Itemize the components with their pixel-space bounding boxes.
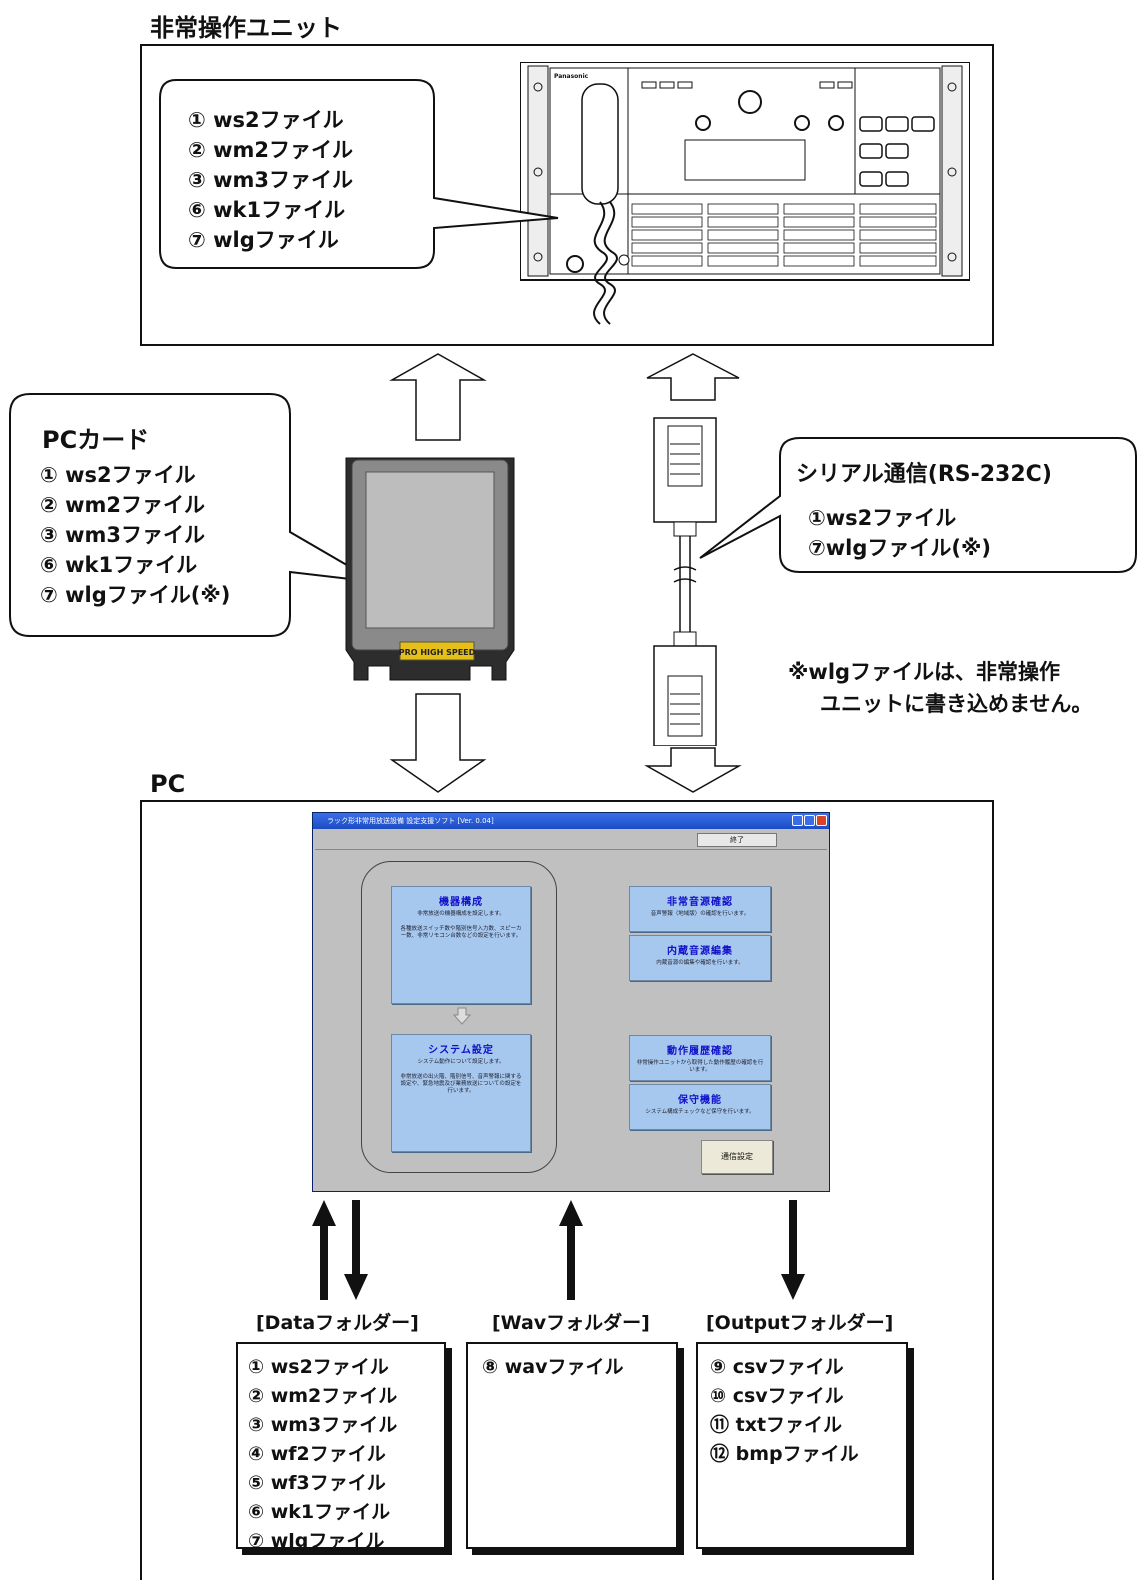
serial-callout-bubble (699, 437, 1137, 573)
down-arrow-card (389, 693, 487, 793)
emergency-audio-heading: 非常音源確認 (667, 897, 733, 908)
list-item: ⑧ wavファイル (482, 1356, 624, 1378)
list-item: ② wm2ファイル (248, 1385, 398, 1407)
app-window: ラック形非常用放送設備 設定支援ソフト [Ver. 0.04] 終了 機器構成 … (312, 812, 830, 1192)
builtin-audio-heading: 内蔵音源編集 (667, 946, 733, 957)
serial-files: ①ws2ファイル ⑦wlgファイル(※) (808, 503, 991, 563)
device-config-desc1: 非常放送の機器構成を設定します。 (417, 911, 505, 917)
list-item: ③ wm3ファイル (188, 168, 353, 192)
output-folder-label: [Outputフォルダー] (706, 1312, 894, 1334)
history-heading: 動作履歴確認 (667, 1046, 733, 1057)
wav-folder-arrow (559, 1200, 583, 1300)
system-settings-button[interactable]: システム設定 システム動作について設定します。 非常放送の出火階、階別信号、音声… (391, 1034, 531, 1152)
list-item: ⑥ wk1ファイル (40, 553, 198, 577)
pc-card-label: PRO HIGH SPEED (399, 648, 476, 657)
up-arrow-card (389, 353, 487, 441)
history-desc: 非常操作ユニットから取得した動作履歴の確認を行います。 (636, 1060, 764, 1073)
list-item: ② wm2ファイル (188, 138, 353, 162)
builtin-audio-desc: 内蔵音源の編集や確認を行います。 (656, 960, 744, 966)
rack-panel-illustration: Panasonic (520, 62, 970, 325)
list-item: ⑤ wf3ファイル (248, 1472, 386, 1494)
device-config-heading: 機器構成 (439, 897, 483, 908)
down-arrow-serial (644, 747, 742, 793)
panel-brand: Panasonic (554, 73, 589, 80)
serial-title: シリアル通信(RS-232C) (796, 462, 1052, 487)
comm-settings-button[interactable]: 通信設定 (701, 1140, 773, 1174)
pc-card-image: PRO HIGH SPEED (345, 457, 515, 681)
list-item: ⑫ bmpファイル (710, 1443, 859, 1465)
list-item: ⑥ wk1ファイル (188, 198, 346, 222)
system-settings-desc2: 非常放送の出火階、階別信号、音声警報に関する設定や、緊急地震及び業務放送について… (400, 1074, 522, 1094)
data-folder-arrows (312, 1200, 368, 1300)
data-folder-label: [Dataフォルダー] (256, 1312, 419, 1334)
pc-section-title: PC (150, 770, 186, 798)
close-icon[interactable] (816, 815, 827, 826)
maintenance-button[interactable]: 保守機能 システム構成チェックなど保守を行います。 (629, 1084, 771, 1130)
maximize-icon[interactable] (804, 815, 815, 826)
wav-folder-label: [Wavフォルダー] (492, 1312, 650, 1334)
pc-card-title: PCカード (42, 426, 150, 454)
device-config-button[interactable]: 機器構成 非常放送の機器構成を設定します。 各種放送スイッチ数や階別信号入力数、… (391, 886, 531, 1004)
flow-down-arrow-icon (453, 1007, 471, 1025)
list-item: ⑦ wlgファイル (248, 1530, 385, 1552)
note-line-2: ユニットに書き込めません。 (820, 692, 1093, 716)
system-settings-desc1: システム動作について設定します。 (417, 1059, 505, 1065)
wav-folder-box: ⑧ wavファイル (466, 1342, 678, 1549)
system-settings-heading: システム設定 (428, 1045, 494, 1056)
pc-card-files: ① ws2ファイル ② wm2ファイル ③ wm3ファイル ⑥ wk1ファイル … (40, 460, 230, 610)
pc-card-callout-bubble (9, 393, 377, 637)
list-item: ⑩ csvファイル (710, 1385, 844, 1407)
list-item: ⑦wlgファイル(※) (808, 536, 992, 560)
list-item: ⑦ wlgファイル (188, 228, 339, 252)
list-item: ⑥ wk1ファイル (248, 1501, 391, 1523)
list-item: ① ws2ファイル (188, 108, 344, 132)
main-flow-group (361, 861, 557, 1173)
list-item: ③ wm3ファイル (248, 1414, 398, 1436)
list-item: ② wm2ファイル (40, 493, 205, 517)
app-titlebar: ラック形非常用放送設備 設定支援ソフト [Ver. 0.04] (313, 813, 829, 829)
list-item: ① ws2ファイル (248, 1356, 389, 1378)
data-folder-box: ① ws2ファイル ② wm2ファイル ③ wm3ファイル ④ wf2ファイル … (236, 1342, 446, 1552)
up-arrow-serial (646, 353, 740, 401)
builtin-audio-button[interactable]: 内蔵音源編集 内蔵音源の編集や確認を行います。 (629, 935, 771, 981)
list-item: ③ wm3ファイル (40, 523, 205, 547)
list-item: ④ wf2ファイル (248, 1443, 386, 1465)
history-button[interactable]: 動作履歴確認 非常操作ユニットから取得した動作履歴の確認を行います。 (629, 1035, 771, 1081)
list-item: ⑨ csvファイル (710, 1356, 844, 1378)
device-config-desc2: 各種放送スイッチ数や階別信号入力数、スピーカー数、非常リモコン台数などの設定を行… (400, 926, 522, 939)
list-item: ① ws2ファイル (40, 463, 196, 487)
maintenance-heading: 保守機能 (678, 1095, 722, 1106)
app-title: ラック形非常用放送設備 設定支援ソフト [Ver. 0.04] (327, 817, 494, 825)
toolbar-divider (315, 849, 827, 850)
list-item: ⑪ txtファイル (710, 1414, 843, 1436)
list-item: ⑦ wlgファイル(※) (40, 583, 231, 607)
unit-callout-bubble (159, 79, 559, 269)
list-item: ①ws2ファイル (808, 506, 957, 530)
unit-callout-files: ① ws2ファイル ② wm2ファイル ③ wm3ファイル ⑥ wk1ファイル … (188, 105, 353, 255)
output-folder-box: ⑨ csvファイル ⑩ csvファイル ⑪ txtファイル ⑫ bmpファイル (696, 1342, 908, 1549)
unit-section-title: 非常操作ユニット (150, 14, 342, 42)
maintenance-desc: システム構成チェックなど保守を行います。 (645, 1109, 755, 1115)
emergency-audio-desc: 音声警報（地域版）の確認を行います。 (650, 911, 750, 917)
serial-cable-illustration (653, 417, 717, 746)
exit-button[interactable]: 終了 (697, 833, 777, 847)
emergency-audio-button[interactable]: 非常音源確認 音声警報（地域版）の確認を行います。 (629, 886, 771, 932)
output-folder-arrow (781, 1200, 805, 1300)
note-line-1: ※wlgファイルは、非常操作 (788, 660, 1061, 684)
minimize-icon[interactable] (792, 815, 803, 826)
